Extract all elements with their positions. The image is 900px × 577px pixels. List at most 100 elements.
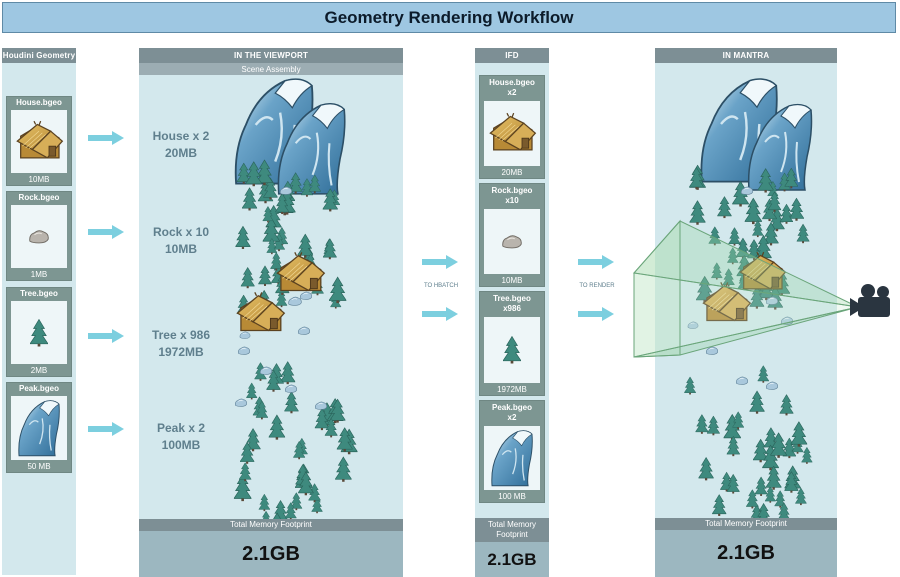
- tree-icon: [240, 267, 255, 289]
- ifd-footer-label: Total Memory Footprint: [475, 518, 549, 542]
- count-rock-size: 10MB: [164, 242, 197, 256]
- card-size: 50 MB: [27, 462, 51, 471]
- viewport-footer-label: Total Memory Footprint: [139, 519, 403, 531]
- tree-icon: [235, 225, 251, 250]
- card-count: x2: [507, 88, 517, 97]
- card-name-text: Peak.bgeo: [491, 403, 532, 412]
- ifd-footer-value: 2.1GB: [475, 542, 549, 577]
- tree-icon: [801, 447, 813, 465]
- tree-icon: [695, 414, 709, 435]
- to-hbatch-caption: TO HBATCH: [423, 283, 459, 289]
- card-name: House.bgeo: [16, 98, 62, 107]
- rock-icon: [239, 331, 251, 339]
- ifd-card-tree: Tree.bgeo x986 1972MB: [479, 291, 545, 396]
- ifd-card-rock: Rock.bgeo x10 10MB: [479, 183, 545, 287]
- count-tree: Tree x 986 1972MB: [139, 327, 223, 361]
- viewport-subheader: Scene Assembly: [139, 63, 403, 75]
- rock-icon: [484, 209, 540, 274]
- tree-icon: [335, 456, 352, 483]
- tree-icon: [239, 462, 252, 482]
- card-name-text: House.bgeo: [489, 78, 535, 87]
- ifd-card-house: House.bgeo x2 20MB: [479, 75, 545, 179]
- card-name: Peak.bgeo: [18, 384, 59, 393]
- tree-icon: [757, 365, 769, 383]
- rock-icon: [297, 326, 311, 335]
- viewport-header: IN THE VIEWPORT: [139, 48, 403, 63]
- houdini-geometry-header: Houdini Geometry: [2, 48, 76, 63]
- to-render-caption: TO RENDER: [579, 283, 615, 289]
- houdini-geometry-column: Houdini Geometry House.bgeo 10MB Rock.bg…: [2, 48, 76, 575]
- count-peak-label: Peak x 2: [156, 421, 206, 435]
- count-peak-size: 100MB: [161, 438, 201, 452]
- card-count: x2: [507, 413, 517, 422]
- count-house: House x 2 20MB: [139, 128, 223, 162]
- rock-icon: [284, 384, 298, 393]
- ifd-column: IFD House.bgeo x2 20MB Rock.bgeo x10 10M…: [475, 48, 549, 577]
- arrow-right-icon: [578, 307, 614, 321]
- peak-icon: [11, 396, 67, 460]
- card-size: 100 MB: [498, 492, 526, 501]
- viewport-scene: [233, 77, 358, 539]
- count-house-label: House x 2: [152, 129, 210, 143]
- tree-icon: [258, 493, 271, 512]
- tree-icon: [790, 421, 808, 448]
- mantra-footer-value: 2.1GB: [655, 530, 837, 577]
- count-tree-label: Tree x 986: [151, 328, 211, 342]
- card-count: x10: [505, 196, 519, 205]
- card-size: 1MB: [30, 270, 48, 279]
- houdini-card-peak: Peak.bgeo 50 MB: [6, 382, 72, 473]
- card-size: 10MB: [501, 276, 523, 285]
- count-rock: Rock x 10 10MB: [139, 224, 223, 258]
- arrow-right-icon: [88, 422, 124, 436]
- tree-icon: [749, 390, 765, 415]
- card-size: 20MB: [501, 168, 523, 177]
- rock-icon: [765, 381, 779, 390]
- houdini-card-tree: Tree.bgeo 2MB: [6, 287, 72, 377]
- rock-icon: [314, 401, 328, 410]
- viewport-footer-value: 2.1GB: [139, 531, 403, 577]
- arrow-right-icon: [422, 255, 458, 269]
- card-name: Rock.bgeo x10: [480, 184, 544, 208]
- mantra-column: IN MANTRA Total Memory Footprint 2.1GB: [655, 48, 837, 577]
- rock-icon: [11, 205, 67, 268]
- arrow-right-icon: [88, 329, 124, 343]
- arrow-right-icon: [578, 255, 614, 269]
- ifd-card-peak: Peak.bgeo x2 100 MB: [479, 400, 545, 503]
- peak-icon: [484, 426, 540, 490]
- tree-icon: [779, 394, 794, 416]
- tree-icon: [284, 391, 299, 414]
- camera-frustum: [633, 219, 890, 358]
- rock-icon: [288, 296, 302, 306]
- page-title: Geometry Rendering Workflow: [2, 2, 896, 33]
- rock-icon: [237, 346, 251, 355]
- card-name: Rock.bgeo: [18, 193, 60, 202]
- camera-icon: [850, 284, 890, 317]
- card-name: Tree.bgeo: [20, 289, 58, 298]
- card-name: House.bgeo x2: [480, 76, 544, 100]
- card-count: x986: [503, 304, 521, 313]
- tree-icon: [707, 415, 720, 436]
- viewport-column: IN THE VIEWPORT Scene Assembly House x 2…: [139, 48, 403, 577]
- mantra-header: IN MANTRA: [655, 48, 837, 63]
- card-size: 1972MB: [497, 385, 527, 394]
- card-name: Peak.bgeo x2: [480, 401, 544, 425]
- tree-icon: [712, 494, 727, 517]
- card-size: 2MB: [30, 366, 48, 375]
- rock-icon: [234, 398, 248, 407]
- card-name: Tree.bgeo x986: [480, 292, 544, 316]
- tree-forest-lower: [684, 365, 813, 527]
- card-name-text: Rock.bgeo: [491, 186, 533, 195]
- tree-icon: [698, 457, 714, 481]
- houdini-card-house: House.bgeo 10MB: [6, 96, 72, 186]
- count-house-size: 20MB: [164, 146, 197, 160]
- tree-icon: [258, 265, 272, 287]
- card-size: 10MB: [28, 175, 50, 184]
- tree-icon: [242, 187, 258, 211]
- tree-icon: [11, 301, 67, 364]
- ifd-header: IFD: [475, 48, 549, 63]
- arrow-right-icon: [88, 225, 124, 239]
- tree-icon: [246, 382, 258, 400]
- tree-icon: [754, 476, 768, 497]
- rock-icon: [735, 376, 749, 385]
- house-icon: [484, 101, 540, 166]
